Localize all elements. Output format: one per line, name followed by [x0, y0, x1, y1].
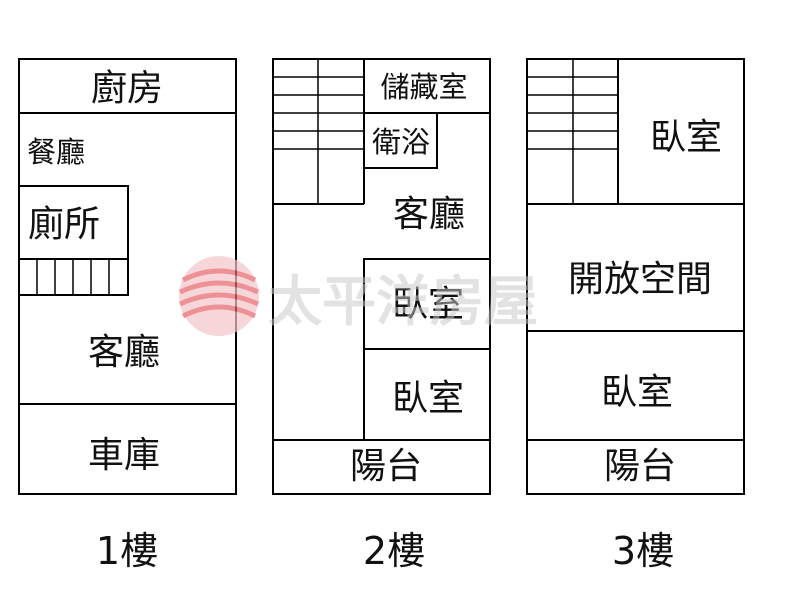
- room-label-open-space: 開放空間: [568, 259, 712, 300]
- room-label-dining: 餐廳: [27, 135, 85, 169]
- room-label-balcony-3: 陽台: [604, 446, 676, 487]
- room-label-bedroom-top: 臥室: [650, 117, 722, 158]
- room-label-living-2: 客廳: [393, 194, 465, 235]
- bedroom-a-wall: [363, 258, 490, 440]
- floor-1-plan: 廚房 餐廳 廁所 客廳 車庫: [18, 58, 237, 495]
- room-label-bedroom-b: 臥室: [392, 378, 464, 419]
- floor-3-outline: [526, 58, 745, 495]
- floor-2-plan: 儲藏室 衛浴 客廳 臥室 臥室 陽台: [272, 58, 491, 495]
- floor-label-3: 3樓: [612, 529, 674, 573]
- watermark-logo: [178, 256, 260, 336]
- floor-3-plan: 臥室 開放空間 臥室 陽台: [526, 58, 745, 495]
- floor-label-1: 1樓: [96, 529, 158, 573]
- bath-outline: [364, 113, 438, 169]
- room-label-toilet: 廁所: [28, 204, 100, 245]
- floor-2-outline: [272, 58, 491, 495]
- room-label-bedroom-bottom: 臥室: [601, 372, 673, 413]
- watermark-text: 太平洋房屋: [268, 269, 538, 333]
- room-label-bath: 衛浴: [372, 125, 430, 159]
- room-label-bedroom-a: 臥室: [392, 284, 464, 325]
- room-label-garage: 車庫: [88, 435, 160, 476]
- floor-label-2: 2樓: [363, 529, 425, 573]
- room-label-living: 客廳: [88, 332, 160, 373]
- room-label-balcony-2: 陽台: [350, 446, 422, 487]
- room-label-storage: 儲藏室: [380, 70, 467, 104]
- room-label-kitchen: 廚房: [91, 68, 163, 109]
- watermark: 太平洋房屋: [178, 256, 538, 336]
